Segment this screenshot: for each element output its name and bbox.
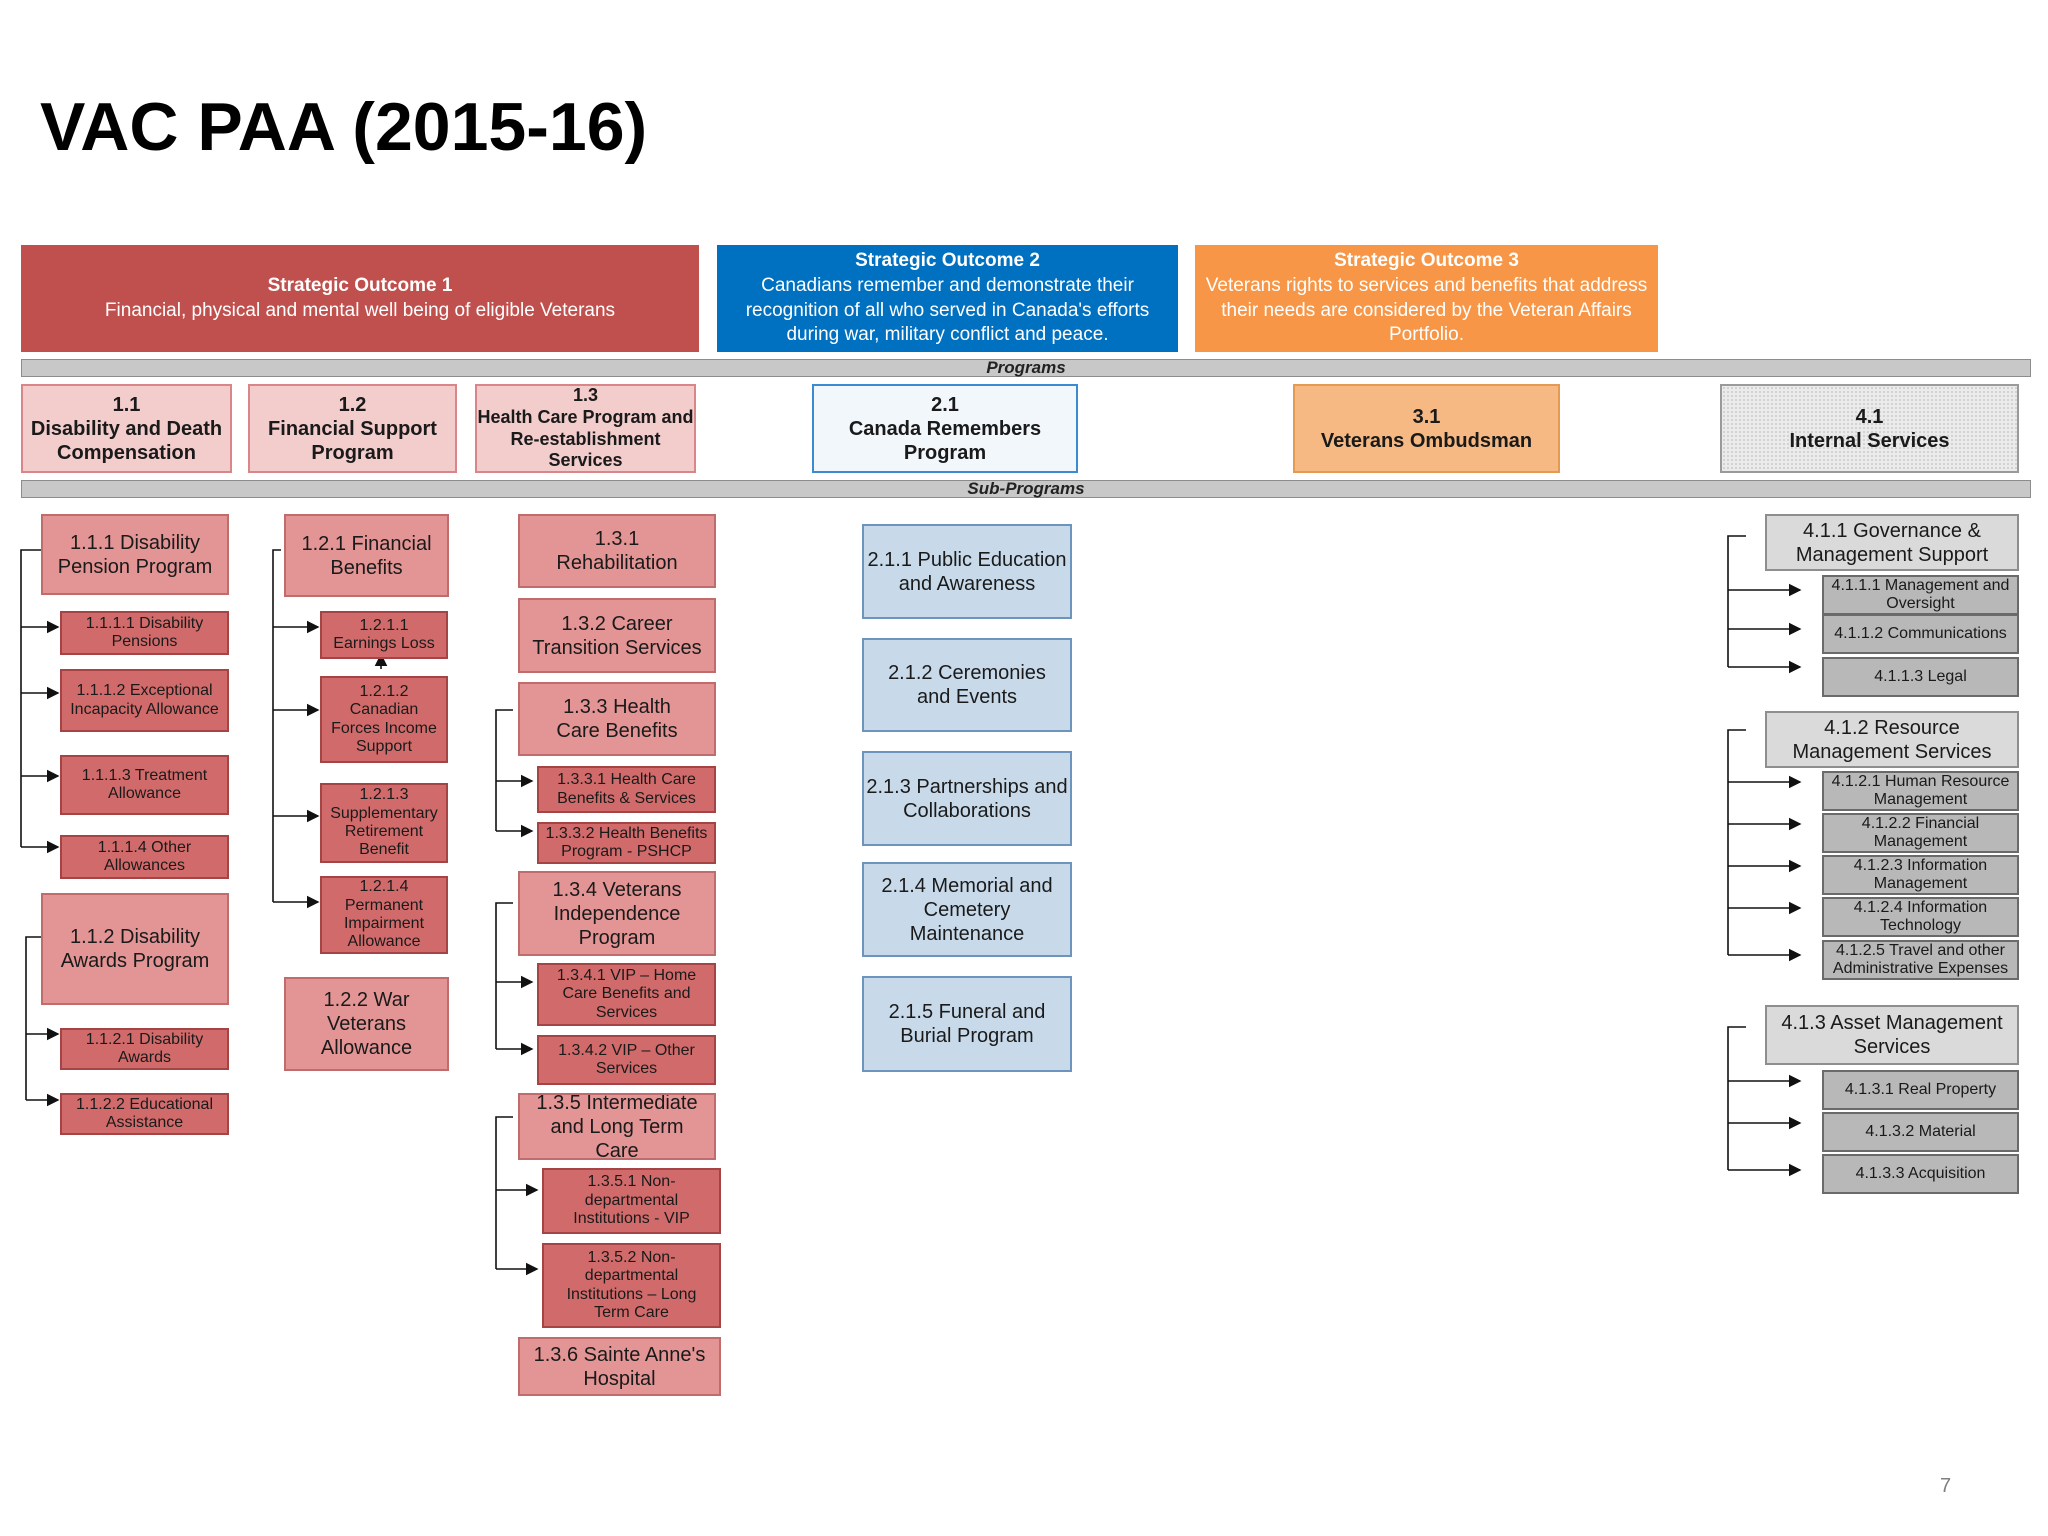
subprogram-1-1-2-1: 1.1.2.1 Disability Awards — [60, 1028, 229, 1070]
subprogram-1-3-5-2: 1.3.5.2 Non-departmental Institutions – … — [542, 1243, 721, 1328]
subprogram-1-3-2: 1.3.2 Career Transition Services — [518, 598, 716, 673]
subprogram-1-3-5-1: 1.3.5.1 Non-departmental Institutions - … — [542, 1168, 721, 1234]
subprogram-4-1-1: 4.1.1 Governance & Management Support — [1765, 514, 2019, 571]
program-3-1: 3.1 Veterans Ombudsman — [1293, 384, 1560, 473]
subprogram-1-1-2-2: 1.1.2.2 Educational Assistance — [60, 1093, 229, 1135]
subprogram-1-1-1-3: 1.1.1.3 Treatment Allowance — [60, 755, 229, 815]
subprogram-1-3-3-1: 1.3.3.1 Health Care Benefits & Services — [537, 766, 716, 813]
subprogram-2-1-4: 2.1.4 Memorial and Cemetery Maintenance — [862, 862, 1072, 957]
programs-bar: Programs — [21, 358, 2031, 377]
subprogram-1-2-1-2: 1.2.1.2 Canadian Forces Income Support — [320, 676, 448, 763]
program-1-2: 1.2 Financial Support Program — [248, 384, 457, 473]
subprogram-1-3-6: 1.3.6 Sainte Anne's Hospital — [518, 1337, 721, 1396]
subprogram-1-3-3-2: 1.3.3.2 Health Benefits Program - PSHCP — [537, 822, 716, 864]
subprogram-4-1-3-1: 4.1.3.1 Real Property — [1822, 1070, 2019, 1110]
subprogram-4-1-2-3: 4.1.2.3 Information Management — [1822, 855, 2019, 895]
strategic-outcome-heading: Strategic Outcome 2 — [855, 250, 1040, 272]
program-1-3: 1.3 Health Care Program and Re-establish… — [475, 384, 696, 473]
subprogram-1-3-4: 1.3.4 Veterans Independence Program — [518, 871, 716, 956]
subprogram-4-1-2-2: 4.1.2.2 Financial Management — [1822, 813, 2019, 853]
subprogram-4-1-2-4: 4.1.2.4 Information Technology — [1822, 897, 2019, 937]
program-name: Disability and Death Compensation — [30, 417, 223, 464]
page-number: 7 — [1940, 1475, 1952, 1497]
subprogram-1-1-1-4: 1.1.1.4 Other Allowances — [60, 835, 229, 879]
strategic-outcome-2: Strategic Outcome 2 Canadians remember a… — [717, 245, 1178, 352]
subprogram-4-1-2-5: 4.1.2.5 Travel and other Administrative … — [1822, 940, 2019, 980]
subprogram-1-1-1: 1.1.1 Disability Pension Program — [41, 514, 229, 595]
subprogram-1-3-4-1: 1.3.4.1 VIP – Home Care Benefits and Ser… — [537, 963, 716, 1026]
page-title: VAC PAA (2015-16) — [40, 89, 648, 165]
subprogram-4-1-3-3: 4.1.3.3 Acquisition — [1822, 1154, 2019, 1194]
subprogram-1-2-1-1: 1.2.1.1 Earnings Loss — [320, 611, 448, 659]
strategic-outcome-text: Canadians remember and demonstrate their… — [745, 274, 1150, 346]
subprogram-4-1-3: 4.1.3 Asset Management Services — [1765, 1005, 2019, 1065]
subprogram-1-3-3: 1.3.3 Health Care Benefits — [518, 682, 716, 756]
subprogram-4-1-1-1: 4.1.1.1 Management and Oversight — [1822, 575, 2019, 615]
strategic-outcome-heading: Strategic Outcome 3 — [1334, 250, 1519, 272]
program-number: 2.1 — [931, 393, 959, 416]
program-number: 1.2 — [338, 393, 367, 416]
sub-programs-bar: Sub-Programs — [21, 479, 2031, 498]
program-number: 1.3 — [572, 385, 599, 406]
program-name: Canada Remembers Program — [848, 417, 1042, 464]
program-number: 1.1 — [112, 393, 141, 416]
subprogram-4-1-3-2: 4.1.3.2 Material — [1822, 1112, 2019, 1152]
subprogram-1-2-2: 1.2.2 War Veterans Allowance — [284, 977, 449, 1071]
subprogram-1-3-1: 1.3.1 Rehabilitation — [518, 514, 716, 588]
subprogram-1-2-1: 1.2.1 Financial Benefits — [284, 514, 449, 597]
program-2-1: 2.1 Canada Remembers Program — [812, 384, 1078, 473]
subprogram-2-1-1: 2.1.1 Public Education and Awareness — [862, 524, 1072, 619]
program-name: Health Care Program and Re-establishment… — [477, 406, 694, 471]
subprogram-1-3-5: 1.3.5 Intermediate and Long Term Care — [518, 1093, 716, 1160]
program-name: Financial Support Program — [268, 417, 437, 464]
subprogram-4-1-2: 4.1.2 Resource Management Services — [1765, 711, 2019, 768]
program-1-1: 1.1 Disability and Death Compensation — [21, 384, 232, 473]
subprogram-4-1-1-2: 4.1.1.2 Communications — [1822, 614, 2019, 654]
strategic-outcome-text: Financial, physical and mental well bein… — [104, 299, 616, 321]
program-4-1: 4.1 Internal Services — [1720, 384, 2019, 473]
subprogram-1-1-2: 1.1.2 Disability Awards Program — [41, 893, 229, 1005]
subprogram-4-1-1-3: 4.1.1.3 Legal — [1822, 657, 2019, 697]
subprogram-1-1-1-2: 1.1.1.2 Exceptional Incapacity Allowance — [60, 669, 229, 732]
subprogram-2-1-3: 2.1.3 Partnerships and Collaborations — [862, 751, 1072, 846]
strategic-outcome-1: Strategic Outcome 1 Financial, physical … — [21, 245, 699, 352]
subprogram-1-2-1-3: 1.2.1.3 Supplementary Retirement Benefit — [320, 783, 448, 863]
subprogram-1-3-4-2: 1.3.4.2 VIP – Other Services — [537, 1035, 716, 1085]
program-name: Internal Services — [1789, 429, 1950, 452]
subprogram-1-1-1-1: 1.1.1.1 Disability Pensions — [60, 611, 229, 655]
program-number: 3.1 — [1412, 405, 1441, 428]
strategic-outcome-heading: Strategic Outcome 1 — [267, 274, 453, 296]
strategic-outcome-text: Veterans rights to services and benefits… — [1205, 274, 1648, 346]
program-number: 4.1 — [1855, 405, 1884, 428]
program-name: Veterans Ombudsman — [1320, 429, 1533, 452]
subprogram-2-1-5: 2.1.5 Funeral and Burial Program — [862, 976, 1072, 1072]
subprogram-2-1-2: 2.1.2 Ceremonies and Events — [862, 638, 1072, 732]
subprogram-1-2-1-4: 1.2.1.4 Permanent Impairment Allowance — [320, 876, 448, 954]
subprogram-4-1-2-1: 4.1.2.1 Human Resource Management — [1822, 771, 2019, 811]
strategic-outcome-3: Strategic Outcome 3 Veterans rights to s… — [1195, 245, 1658, 352]
